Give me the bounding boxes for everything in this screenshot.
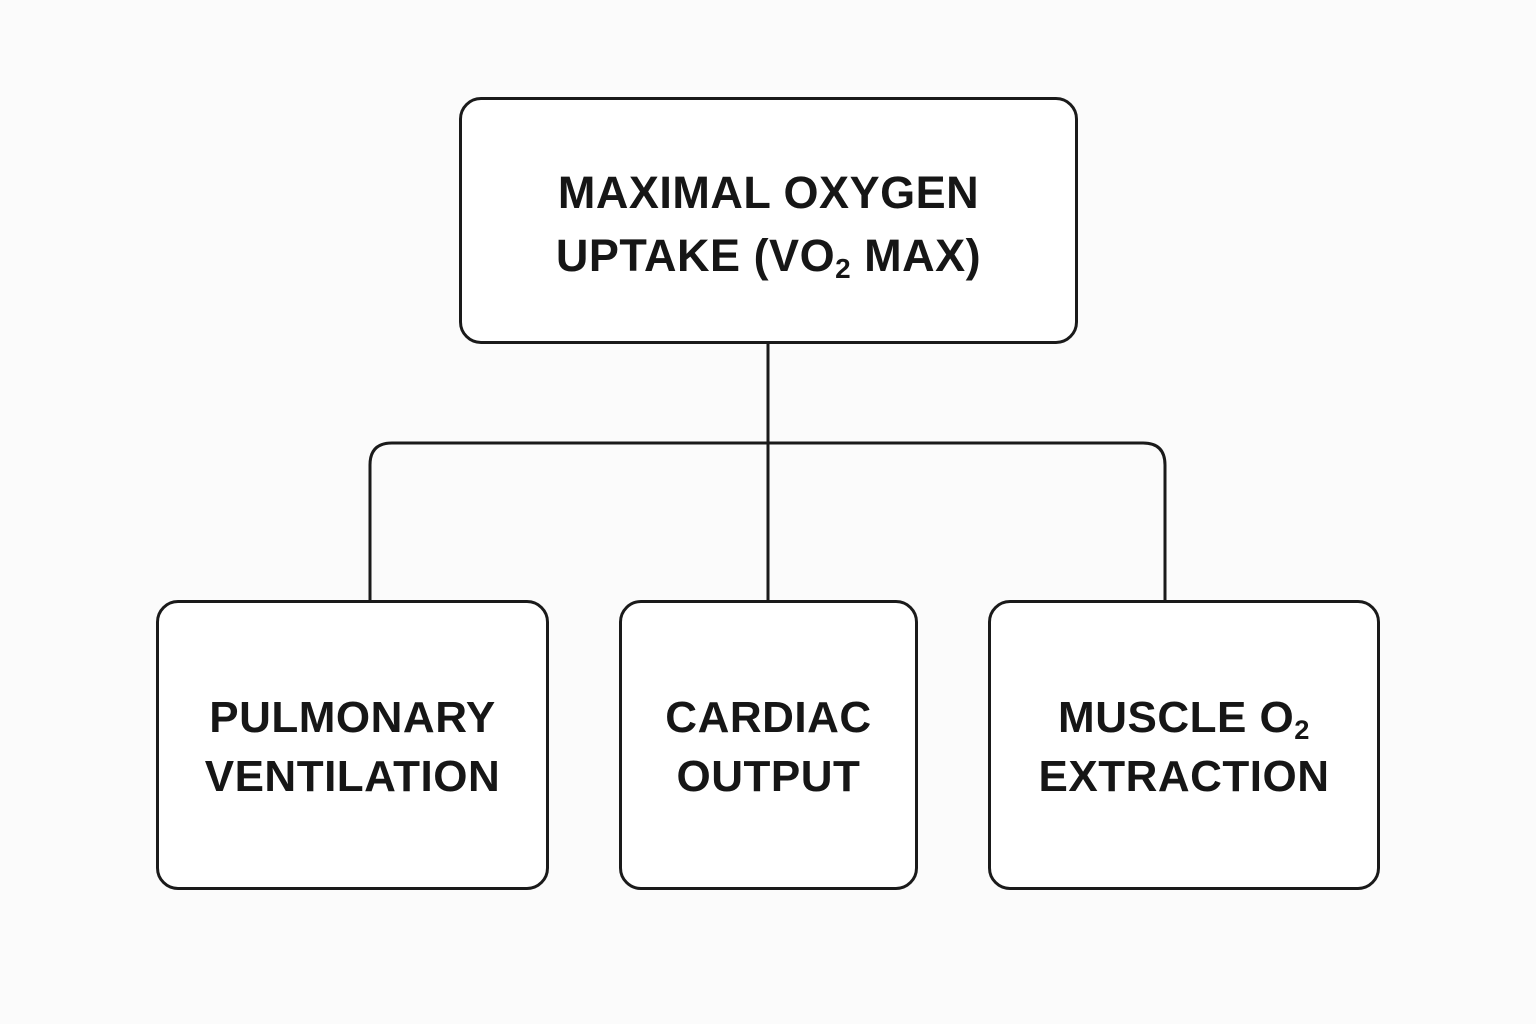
root-label-line2-prefix: UPTAKE (VO: [555, 230, 836, 281]
root-label-subscript: 2: [835, 252, 852, 284]
branch-bar-line: [368, 441, 1167, 600]
root-label-line2-suffix: MAX): [851, 230, 982, 281]
child-label-line2: OUTPUT: [676, 752, 861, 801]
child-label-line1: MUSCLE O2: [991, 693, 1377, 743]
child-label-line1-prefix: MUSCLE O: [1058, 693, 1295, 742]
child-label-line2: EXTRACTION: [1038, 752, 1330, 801]
child-label-line1: CARDIAC: [665, 693, 872, 742]
child-label-line2: VENTILATION: [204, 752, 501, 801]
child-label-line1: PULMONARY: [209, 693, 496, 742]
child-label-subscript: 2: [1294, 713, 1310, 745]
child-node-pulmonary-ventilation: PULMONARY VENTILATION: [156, 600, 549, 890]
child-node-cardiac-output: CARDIAC OUTPUT: [619, 600, 918, 890]
child-node-muscle-o2-extraction: MUSCLE O2 EXTRACTION: [988, 600, 1380, 890]
root-label-line2: UPTAKE (VO2 MAX): [462, 230, 1075, 282]
root-node-vo2max: MAXIMAL OXYGEN UPTAKE (VO2 MAX): [459, 97, 1078, 344]
root-label-line1: MAXIMAL OXYGEN: [557, 167, 980, 218]
